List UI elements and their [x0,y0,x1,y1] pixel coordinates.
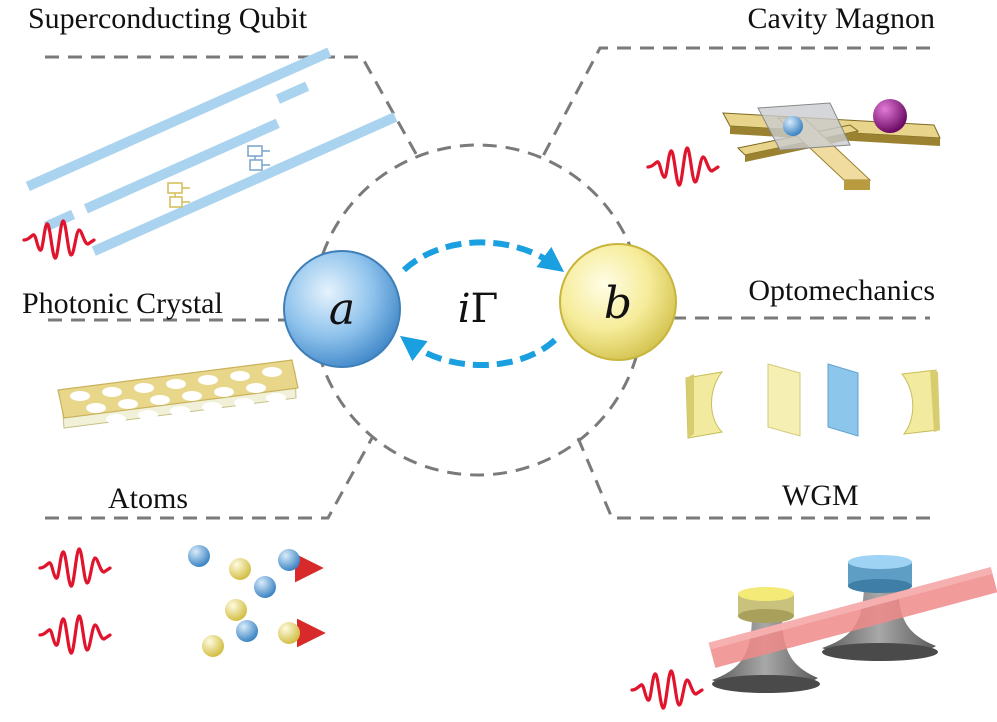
divider-bottom-right [576,437,930,520]
node-b: b [559,243,677,361]
resonator-sphere [873,99,907,133]
optical-pulse-atoms-1 [38,547,112,588]
node-b-label: b [604,278,632,329]
waveguide-strip-4 [83,118,280,214]
coupling-label: iΓ [458,286,499,332]
node-a: a [283,250,401,368]
coupling-arrow-b-to-a [399,335,558,368]
label-wgm: WGM [782,479,859,512]
optical-pulse-atoms-2 [38,614,112,655]
label-optomechanics: Optomechanics [748,274,935,307]
wgm-waveguide [708,567,997,668]
divider-top-left [45,55,422,162]
optical-pulse-wgm [630,669,704,710]
coupling-label-gamma: Γ [471,286,499,332]
photonic-holes [70,367,286,424]
waveguide-strip-1 [25,47,332,192]
microwave-pulse-magnon [646,146,720,187]
label-photonic-crystal: Photonic Crystal [22,287,223,320]
photonic-crystal-illustration [57,359,299,429]
node-a-label: a [329,284,355,335]
mirror-left [685,371,724,439]
qubit-chip-blue [247,145,270,171]
superconducting-qubit-illustration [22,47,398,260]
divider-bottom-left [45,437,374,520]
label-superconducting-qubit: Superconducting Qubit [28,2,308,35]
waveguide-strip-2 [275,81,310,104]
membrane-blue [827,363,859,437]
qubit-chip-yellow [167,182,190,208]
cavity-magnon-illustration [646,99,941,190]
membrane-yellow [767,363,801,437]
coupling-label-i: i [458,286,471,332]
coupling-arrow-a-to-b [401,239,565,273]
wgm-illustration [630,555,997,710]
waveguide-strip-3 [43,209,76,232]
magnon-sphere [783,116,803,136]
atom-spheres [188,545,300,657]
label-cavity-magnon: Cavity Magnon [748,2,936,35]
divider-top-right [540,46,930,159]
label-atoms: Atoms [108,482,188,515]
mirror-right [901,369,940,435]
atoms-illustration [38,545,326,657]
microwave-pulse-qubit [22,219,96,260]
waveguide-strip-5 [91,112,398,256]
optomechanics-illustration [685,363,940,439]
